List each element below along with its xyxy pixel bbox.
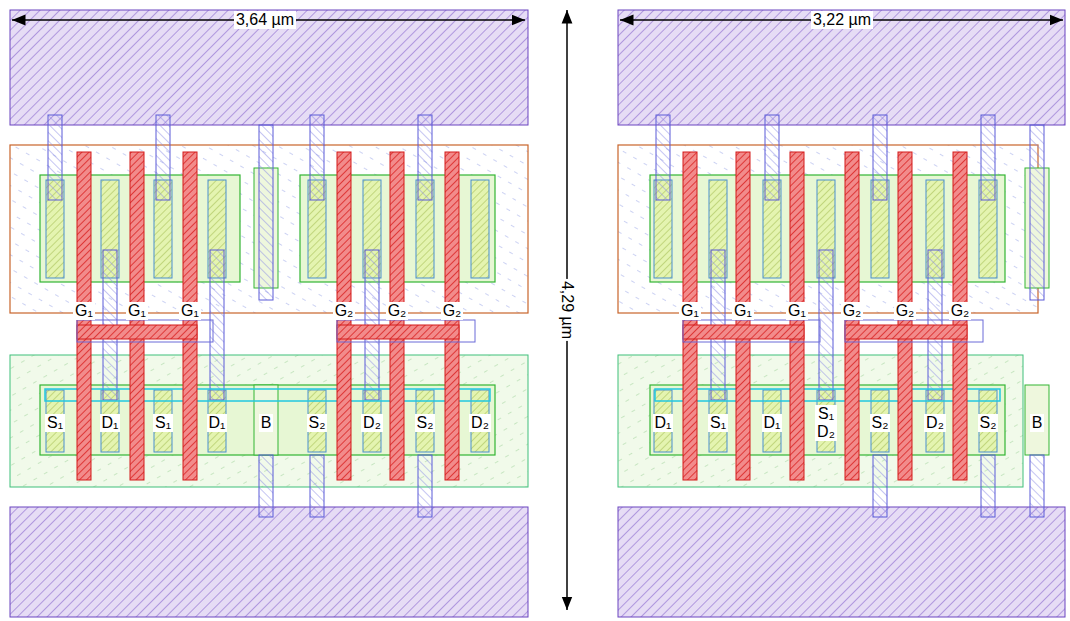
gate-label: G₂ <box>841 302 864 320</box>
metal-strip <box>1030 455 1044 517</box>
metal-strip <box>656 115 670 200</box>
terminal-label: D₁ <box>100 414 121 432</box>
metal-strip <box>819 250 833 400</box>
metal-outline <box>77 320 213 342</box>
dimension-label: 3,22 µm <box>811 11 873 29</box>
terminal-label: D₂ <box>361 414 383 432</box>
substrate-tap <box>1025 385 1049 455</box>
poly-strap <box>683 325 804 339</box>
terminal-label: S₁ D₂ <box>815 405 837 441</box>
supply-rail <box>10 10 528 125</box>
terminal-label: D₁ <box>207 414 228 432</box>
terminal-label: S₂ <box>978 414 999 432</box>
metal-strip <box>259 455 273 517</box>
poly-strap <box>845 325 967 339</box>
terminal-label: D₂ <box>469 414 491 432</box>
terminal-label: B <box>259 414 274 432</box>
gate-label: G₁ <box>679 302 701 320</box>
gate-label: G₂ <box>949 302 972 320</box>
terminal-label: B <box>1030 414 1045 432</box>
terminal-label: S₁ <box>708 414 728 432</box>
metal-strip <box>418 455 432 517</box>
metal-strip <box>259 125 273 300</box>
substrate-tap <box>254 385 278 455</box>
dimension-label: 4,29 µm <box>558 279 576 341</box>
metal-outline <box>845 320 983 342</box>
metal-strip <box>765 115 779 200</box>
metal-strip <box>210 250 224 400</box>
terminal-label: D₁ <box>762 414 783 432</box>
terminal-label: D₁ <box>653 414 674 432</box>
gate-label: G₁ <box>732 302 754 320</box>
gate-label: G₂ <box>441 302 464 320</box>
terminal-label: S₂ <box>307 414 328 432</box>
ground-rail <box>618 507 1065 617</box>
metal-strip <box>873 115 887 200</box>
terminal-label: S₂ <box>415 414 436 432</box>
metal-strip <box>310 455 324 517</box>
metal-strip <box>981 455 995 517</box>
poly-strap <box>77 325 197 339</box>
metal2-line <box>45 389 490 401</box>
gate-label: G₂ <box>894 302 917 320</box>
metal-strip <box>310 115 324 200</box>
metal-strip <box>418 115 432 200</box>
gate-label: G₁ <box>73 302 95 320</box>
poly-strap <box>337 325 459 339</box>
metal-strip <box>873 455 887 517</box>
supply-rail <box>618 10 1065 125</box>
metal-strip <box>156 115 170 200</box>
metal-outline <box>337 320 475 342</box>
metal2-line <box>655 389 1000 401</box>
terminal-label: S₂ <box>870 414 891 432</box>
gate-label: G₁ <box>126 302 148 320</box>
metal-strip <box>1030 125 1044 300</box>
metal-strip <box>48 115 62 200</box>
contact <box>471 180 489 278</box>
terminal-label: S₁ <box>45 414 65 432</box>
terminal-label: D₂ <box>924 414 946 432</box>
metal-outline <box>683 320 820 342</box>
gate-label: G₁ <box>179 302 201 320</box>
layout-group <box>10 10 1065 617</box>
gate-label: G₂ <box>333 302 356 320</box>
dimension-label: 3,64 µm <box>234 11 296 29</box>
terminal-label: S₁ <box>153 414 173 432</box>
gate-label: G₂ <box>386 302 409 320</box>
metal-strip <box>981 115 995 200</box>
gate-label: G₁ <box>786 302 808 320</box>
ground-rail <box>10 507 528 617</box>
